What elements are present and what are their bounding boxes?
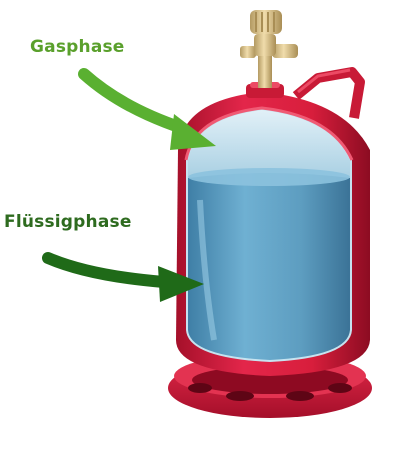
valve (240, 10, 298, 88)
carry-handle (292, 67, 365, 119)
liquid-phase-region (188, 168, 350, 360)
liquid-phase-label: Flüssigphase (4, 212, 132, 232)
gas-phase-region (188, 110, 350, 178)
gas-phase-arrow (78, 68, 216, 150)
gas-phase-label: Gasphase (30, 37, 125, 57)
liquid-phase-arrow (42, 252, 204, 302)
